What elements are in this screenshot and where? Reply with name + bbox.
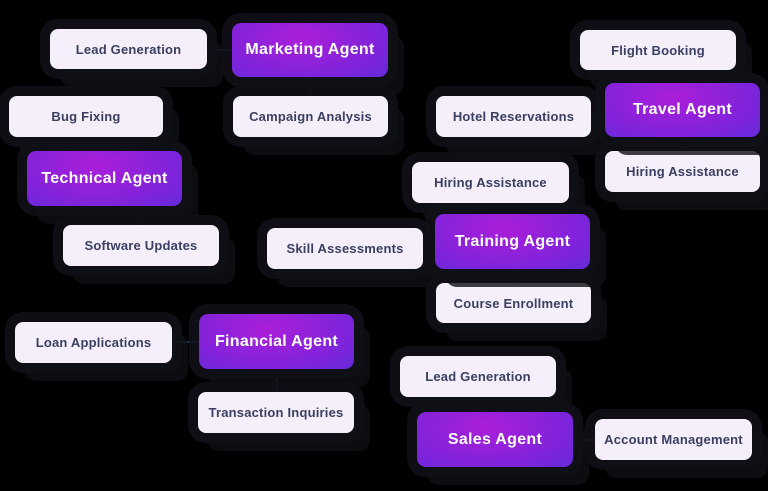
node-label: Account Management: [604, 432, 743, 447]
task-node-skill-assessments[interactable]: Skill Assessments: [267, 228, 423, 269]
node-label: Sales Agent: [447, 430, 543, 448]
task-node-flight-booking[interactable]: Flight Booking: [580, 30, 736, 70]
task-node-loan-applications[interactable]: Loan Applications: [15, 322, 172, 363]
task-node-campaign-analysis[interactable]: Campaign Analysis: [233, 96, 388, 137]
task-node-software-updates[interactable]: Software Updates: [63, 225, 219, 266]
agent-node-training-agent[interactable]: Training Agent: [435, 214, 590, 269]
node-label: Marketing Agent: [245, 41, 375, 58]
task-node-hotel-reservations[interactable]: Hotel Reservations: [436, 96, 591, 137]
node-label: Technical Agent: [41, 169, 168, 187]
task-node-account-management[interactable]: Account Management: [595, 419, 752, 460]
node-label: Training Agent: [454, 232, 571, 250]
connector-lead-generation-sales-to-sales-agent: [477, 397, 479, 412]
task-node-lead-generation-marketing[interactable]: Lead Generation: [50, 29, 207, 69]
node-label: Transaction Inquiries: [208, 405, 344, 420]
connector-bug-fixing-to-technical-agent: [52, 137, 54, 151]
agent-node-travel-agent[interactable]: Travel Agent: [605, 83, 760, 137]
node-label: Loan Applications: [35, 335, 152, 350]
node-label: Software Updates: [84, 238, 198, 253]
connector-lead-generation-marketing-to-marketing-agent: [207, 49, 232, 51]
connector-marketing-agent-to-campaign-analysis: [309, 77, 311, 96]
task-node-hiring-assistance-training[interactable]: Hiring Assistance: [412, 162, 569, 203]
agent-node-sales-agent[interactable]: Sales Agent: [417, 412, 573, 467]
node-label: Hotel Reservations: [452, 109, 575, 124]
agent-node-financial-agent[interactable]: Financial Agent: [199, 314, 354, 369]
agent-node-technical-agent[interactable]: Technical Agent: [27, 151, 182, 206]
node-label: Lead Generation: [75, 41, 182, 57]
node-label: Travel Agent: [632, 101, 733, 118]
connector-skill-assessments-to-training-agent: [423, 248, 435, 250]
connector-flight-booking-to-travel-agent: [659, 70, 661, 83]
node-label: Bug Fixing: [51, 109, 121, 124]
task-node-hiring-assistance-travel[interactable]: Hiring Assistance: [605, 151, 760, 192]
task-node-lead-generation-sales[interactable]: Lead Generation: [400, 356, 556, 397]
connector-travel-agent-to-hiring-assistance-travel: [681, 137, 683, 151]
task-node-course-enrollment[interactable]: Course Enrollment: [436, 283, 591, 323]
agent-node-marketing-agent[interactable]: Marketing Agent: [232, 23, 388, 77]
task-node-transaction-inquiries[interactable]: Transaction Inquiries: [198, 392, 354, 433]
node-label: Lead Generation: [425, 369, 531, 384]
connector-financial-agent-to-transaction-inquiries: [276, 369, 278, 392]
connector-loan-applications-to-financial-agent: [172, 341, 199, 343]
node-label: Course Enrollment: [453, 295, 574, 311]
connector-hiring-assistance-training-to-training-agent: [490, 203, 492, 214]
node-label: Skill Assessments: [286, 241, 404, 256]
node-label: Hiring Assistance: [434, 175, 547, 190]
connector-training-agent-to-course-enrollment: [512, 269, 514, 283]
node-label: Campaign Analysis: [249, 109, 372, 124]
task-node-bug-fixing[interactable]: Bug Fixing: [9, 96, 163, 137]
node-label: Hiring Assistance: [626, 164, 739, 179]
connector-sales-agent-to-account-management: [573, 439, 595, 441]
node-label: Flight Booking: [611, 42, 705, 58]
node-label: Financial Agent: [214, 332, 339, 350]
connector-technical-agent-to-software-updates: [141, 206, 143, 225]
connector-hotel-reservations-to-travel-agent: [591, 115, 605, 117]
